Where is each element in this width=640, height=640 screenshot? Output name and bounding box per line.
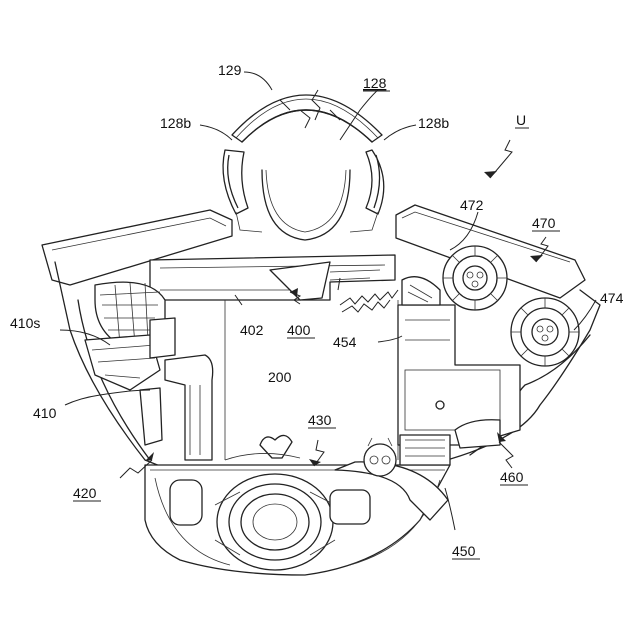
label-200: 200 [268, 369, 292, 385]
label-454: 454 [333, 334, 357, 350]
label-402: 402 [240, 322, 264, 338]
top-cover [232, 90, 382, 240]
label-470: 470 [532, 215, 556, 231]
label-128: 128 [363, 75, 387, 91]
label-129: 129 [218, 62, 242, 78]
label-430: 430 [308, 412, 332, 428]
label-474: 474 [600, 290, 624, 306]
label-U: U [516, 112, 526, 128]
label-460: 460 [500, 469, 524, 485]
main-body [42, 205, 600, 575]
label-410: 410 [33, 405, 57, 421]
side-wings [223, 150, 384, 232]
label-410s: 410s [10, 315, 40, 331]
label-128b-left: 128b [160, 115, 191, 131]
label-128b-right: 128b [418, 115, 449, 131]
label-472: 472 [460, 197, 484, 213]
label-420: 420 [73, 485, 97, 501]
label-450: 450 [452, 543, 476, 559]
label-400: 400 [287, 322, 311, 338]
